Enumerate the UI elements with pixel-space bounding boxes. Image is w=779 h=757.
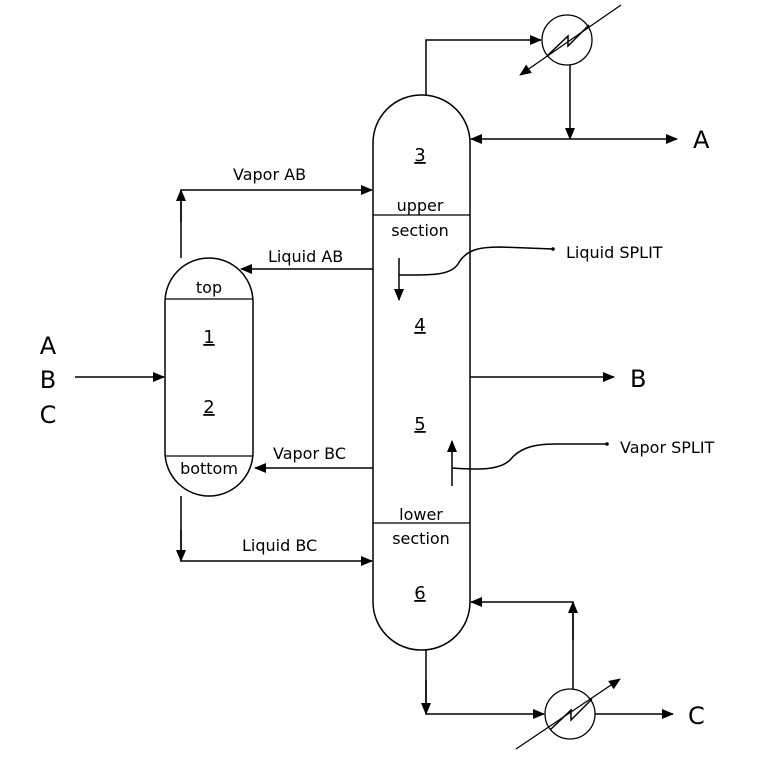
prefractionator-bottom-label: bottom — [180, 459, 238, 478]
stage-5-label: 5 — [414, 414, 425, 435]
product-a-label: A — [693, 126, 710, 154]
stage-2-label: 2 — [203, 397, 214, 418]
condenser — [541, 14, 593, 66]
liquid-bc-label: Liquid BC — [242, 536, 317, 555]
vapor-split-signal — [451, 443, 607, 470]
feed-label-b: B — [40, 366, 56, 394]
liquid-split-label: Liquid SPLIT — [566, 243, 663, 262]
lower-section-label-line2: section — [392, 529, 450, 548]
overhead-vapor-line — [425, 35, 542, 95]
lower-section-label-line1: lower — [399, 505, 443, 524]
product-b-label: B — [630, 365, 646, 393]
product-c-label: C — [688, 702, 705, 730]
stage-1-label: 1 — [203, 327, 214, 348]
vapor-split-dot — [605, 442, 609, 446]
reboiler-control-line — [515, 678, 621, 750]
main-column-vessel — [372, 94, 471, 651]
feed-label-c: C — [40, 401, 57, 429]
upper-section-label-line1: upper — [397, 196, 444, 215]
liquid-split-signal — [398, 246, 554, 276]
bottoms-line — [425, 650, 545, 719]
vapor-ab-label: Vapor AB — [233, 165, 306, 184]
liquid-ab-label: Liquid AB — [268, 247, 343, 266]
reboiler — [544, 688, 596, 740]
stage-4-label: 4 — [414, 315, 425, 336]
stage-3-label: 3 — [414, 145, 425, 166]
feed-label-a: A — [40, 332, 57, 360]
vapor-bc-label: Vapor BC — [273, 444, 346, 463]
prefractionator-vessel — [164, 257, 254, 497]
boilup-line — [470, 597, 574, 689]
reboiler-coil — [549, 698, 593, 731]
vapor-split-label: Vapor SPLIT — [620, 438, 715, 457]
prefractionator-top-label: top — [196, 278, 222, 297]
upper-section-label-line2: section — [391, 221, 449, 240]
stage-6-label: 6 — [414, 583, 425, 604]
condenser-control-line — [519, 4, 622, 76]
liquid-split-dot — [551, 247, 555, 251]
